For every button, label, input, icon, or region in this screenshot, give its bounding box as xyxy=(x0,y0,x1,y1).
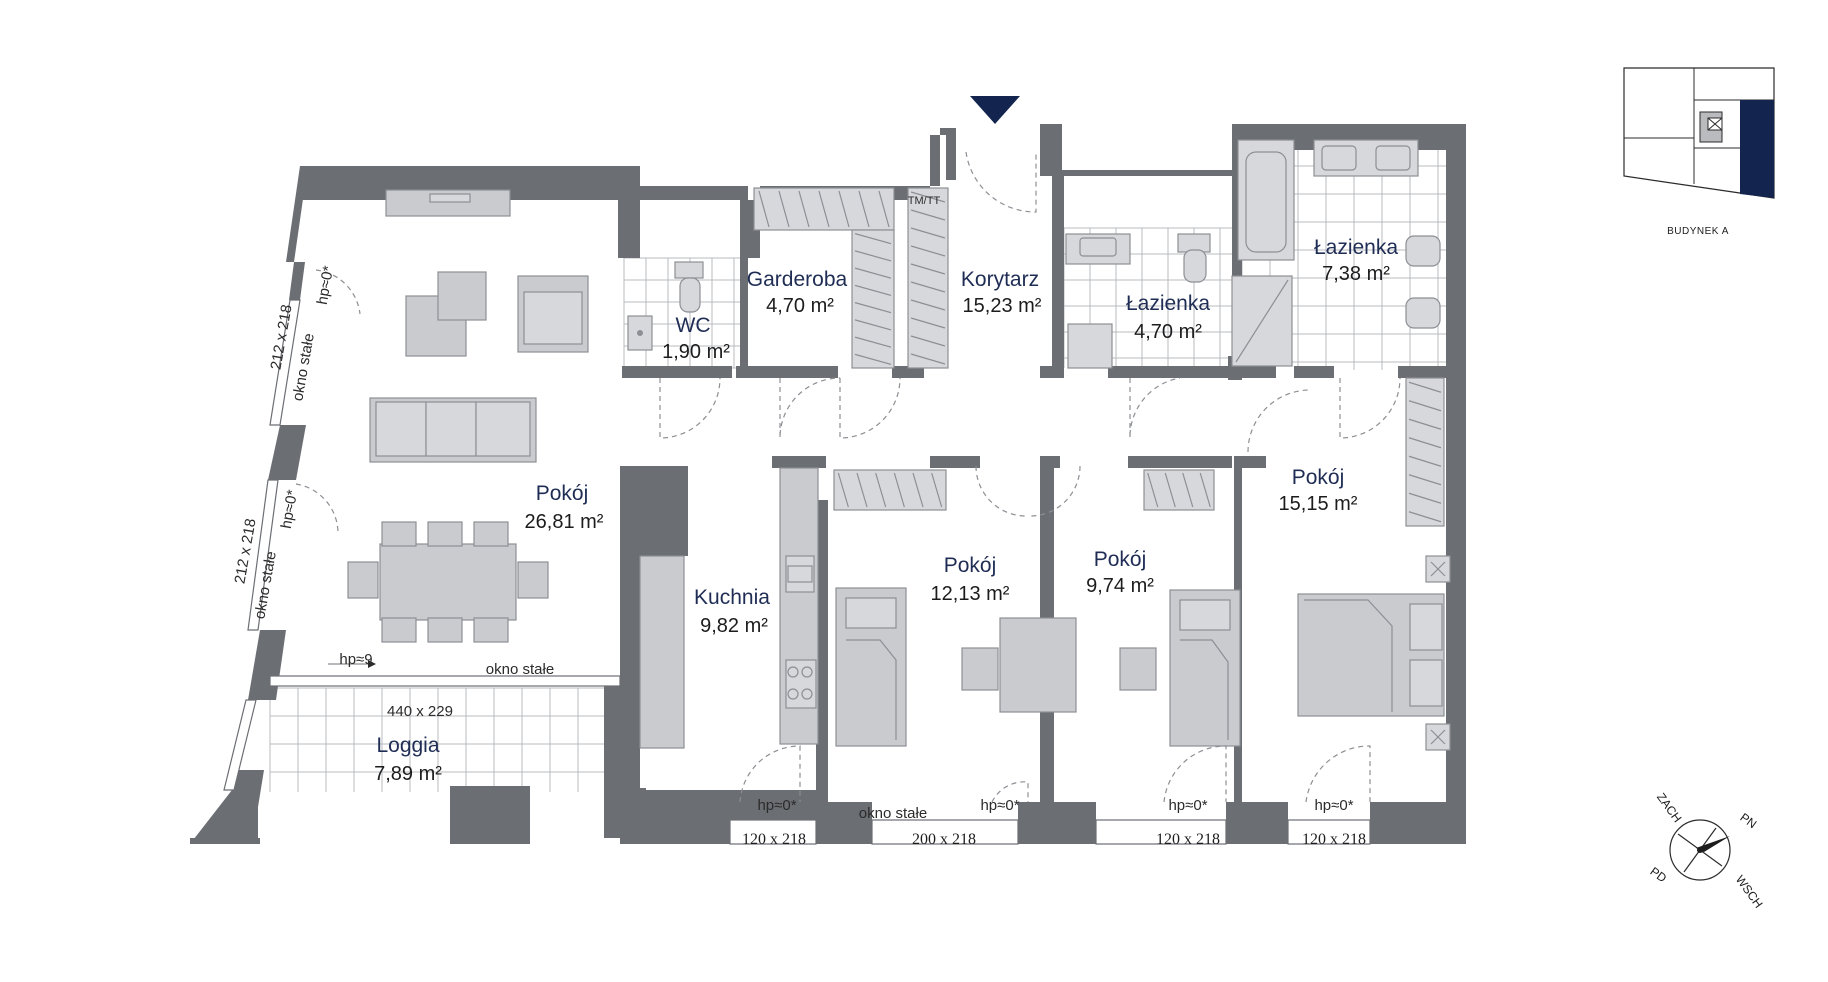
wc-fixtures xyxy=(627,261,704,351)
note-hp0-room9: hp≈0* xyxy=(1168,797,1207,814)
note-hp9: hp≈9 xyxy=(339,651,372,668)
dim-120-kitchen: 120 x 218 xyxy=(742,831,806,848)
keymap-highlight xyxy=(1740,100,1774,198)
room-12-furniture xyxy=(835,587,1157,747)
room-area-loggia: 7,89 m² xyxy=(374,763,442,785)
room-name-pokoj-12: Pokój xyxy=(944,554,997,577)
room-name-lazienka-big: Łazienka xyxy=(1314,236,1398,259)
living-room-furniture xyxy=(347,189,589,643)
dim-120-room9: 120 x 218 xyxy=(1156,831,1220,848)
room-area-lazienka-big: 7,38 m² xyxy=(1322,263,1390,285)
room-area-pokoj-12: 12,13 m² xyxy=(931,583,1010,605)
room-name-salon: Pokój xyxy=(536,482,589,505)
note-tm-tt: TM/TT xyxy=(908,195,941,207)
room-area-wc: 1,90 m² xyxy=(662,341,730,363)
dim-120-room15: 120 x 218 xyxy=(1302,831,1366,848)
room-area-pokoj-9: 9,74 m² xyxy=(1086,575,1154,597)
room-name-garderoba: Garderoba xyxy=(747,268,848,291)
note-hp0-upper: hp≈0* xyxy=(314,264,338,306)
room-name-korytarz: Korytarz xyxy=(961,268,1039,291)
room-area-salon: 26,81 m² xyxy=(525,511,604,533)
kitchen-units xyxy=(639,467,819,749)
note-hp0-room12: hp≈0* xyxy=(980,797,1019,814)
compass-s: PD xyxy=(1647,864,1669,885)
room-9-furniture xyxy=(1169,589,1241,747)
note-hp0-lower: hp≈0* xyxy=(278,488,302,530)
building-keymap: BUDYNEK A xyxy=(1623,67,1775,237)
door-swings xyxy=(295,151,1401,803)
note-okno-stale-loggia: okno stałe xyxy=(486,661,554,678)
room-name-kuchnia: Kuchnia xyxy=(694,586,770,609)
note-hp0-room15: hp≈0* xyxy=(1314,797,1353,814)
compass-icon: PN WSCH PD ZACH xyxy=(1647,790,1765,910)
compass-e: WSCH xyxy=(1733,873,1766,911)
room-area-korytarz: 15,23 m² xyxy=(963,295,1042,317)
room-name-lazienka-small: Łazienka xyxy=(1126,292,1210,315)
small-bathroom-fixtures xyxy=(1065,233,1211,369)
room-name-pokoj-9: Pokój xyxy=(1094,548,1147,571)
note-hp0-kitchen: hp≈0* xyxy=(757,797,796,814)
room-area-lazienka-small: 4,70 m² xyxy=(1134,321,1202,343)
dim-200: 200 x 218 xyxy=(912,831,976,848)
big-bathroom-fixtures xyxy=(1231,139,1441,367)
note-okno-stale-bottom: okno stałe xyxy=(859,805,927,822)
compass-w: ZACH xyxy=(1654,790,1685,825)
room-area-garderoba: 4,70 m² xyxy=(766,295,834,317)
room-area-kuchnia: 9,82 m² xyxy=(700,615,768,637)
dim-440: 440 x 229 xyxy=(387,703,453,720)
room-area-pokoj-15: 15,15 m² xyxy=(1279,493,1358,515)
entrance-arrow-icon xyxy=(970,96,1020,124)
room-labels: Pokój 26,81 m² WC 1,90 m² Garderoba 4,70… xyxy=(374,236,1398,785)
building-label: BUDYNEK A xyxy=(1667,226,1729,237)
compass-n: PN xyxy=(1737,810,1759,831)
room-name-pokoj-15: Pokój xyxy=(1292,466,1345,489)
windows xyxy=(223,299,1371,845)
room-name-loggia: Loggia xyxy=(376,734,439,757)
wardrobes xyxy=(753,187,1445,527)
room-15-furniture xyxy=(1297,555,1451,751)
room-name-wc: WC xyxy=(676,314,711,337)
